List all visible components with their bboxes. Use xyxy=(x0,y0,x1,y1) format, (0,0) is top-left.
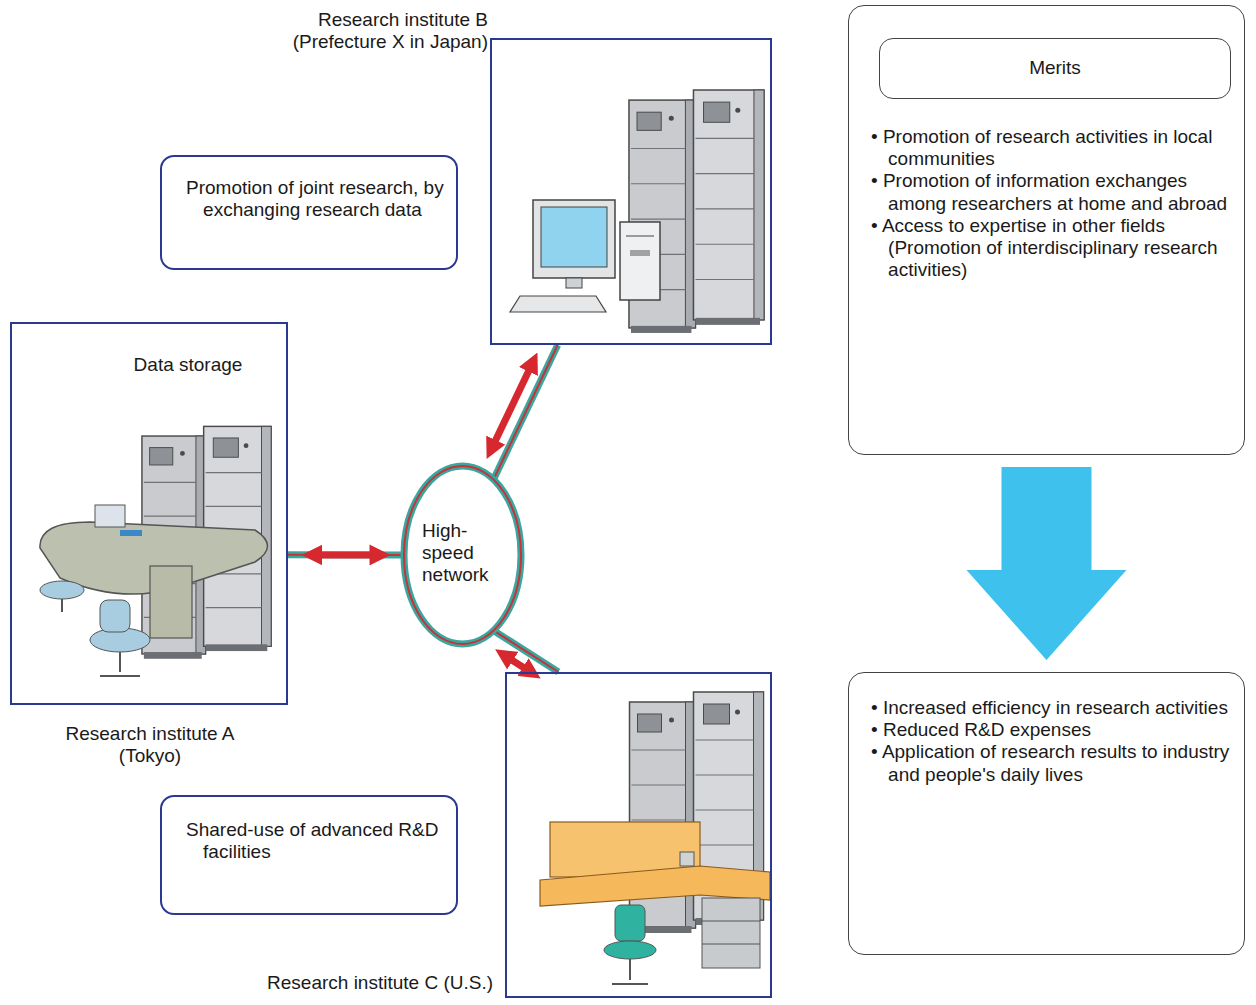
network-ring xyxy=(404,466,521,644)
network-ring xyxy=(404,466,521,644)
network-cable xyxy=(494,630,559,672)
network-cable xyxy=(494,630,559,672)
network-link xyxy=(288,554,404,555)
institute-box: Research institute C (U.S.) xyxy=(505,672,772,998)
merit-item: • Promotion of information exchanges amo… xyxy=(871,170,1239,214)
institute-label: Data storage xyxy=(90,354,286,376)
network-link xyxy=(494,630,559,672)
callout-box: Shared-use of advanced R&D facilities xyxy=(160,795,458,915)
institute-box: Data storageResearch institute A (Tokyo) xyxy=(10,322,288,705)
institute-heading: Research institute B (Prefecture X in Ja… xyxy=(260,9,488,53)
callout-text: Shared-use of advanced R&D facilities xyxy=(186,819,448,863)
results-panel: • Increased efficiency in research activ… xyxy=(848,672,1245,955)
network-cable xyxy=(494,345,558,480)
data-flow-arrow xyxy=(312,551,380,558)
institute-label: Research institute A (Tokyo) xyxy=(46,723,254,767)
result-item: • Application of research results to ind… xyxy=(871,741,1239,785)
merit-item: • Access to expertise in other fields (P… xyxy=(871,215,1239,282)
data-flow-arrow xyxy=(504,655,532,673)
data-flow-arrow xyxy=(491,362,533,450)
merits-panel: • Promotion of research activities in lo… xyxy=(848,5,1245,455)
network-link xyxy=(491,345,558,480)
merit-item: • Promotion of research activities in lo… xyxy=(871,126,1239,170)
network-cable xyxy=(494,345,558,480)
flow-arrow xyxy=(967,467,1127,660)
network-cable xyxy=(288,551,404,558)
office-counter xyxy=(540,822,770,984)
merits-heading: Merits xyxy=(880,57,1230,79)
callout-text: Promotion of joint research, by exchangi… xyxy=(186,177,448,221)
office-desk xyxy=(40,505,268,676)
flow-arrow xyxy=(967,467,1127,660)
result-item: • Reduced R&D expenses xyxy=(871,719,1239,741)
result-item: • Increased efficiency in research activ… xyxy=(871,697,1239,719)
network-cable xyxy=(288,554,404,556)
desktop-computer xyxy=(510,200,660,312)
callout-box: Promotion of joint research, by exchangi… xyxy=(160,155,458,270)
institute-box: Research institute B (Prefecture X in Ja… xyxy=(490,38,772,345)
merits-heading-box: Merits xyxy=(879,38,1231,99)
institute-heading: Research institute C (U.S.) xyxy=(265,972,493,994)
network-label: High-speed network xyxy=(422,520,508,587)
network-ellipse: High-speed network xyxy=(400,462,525,648)
